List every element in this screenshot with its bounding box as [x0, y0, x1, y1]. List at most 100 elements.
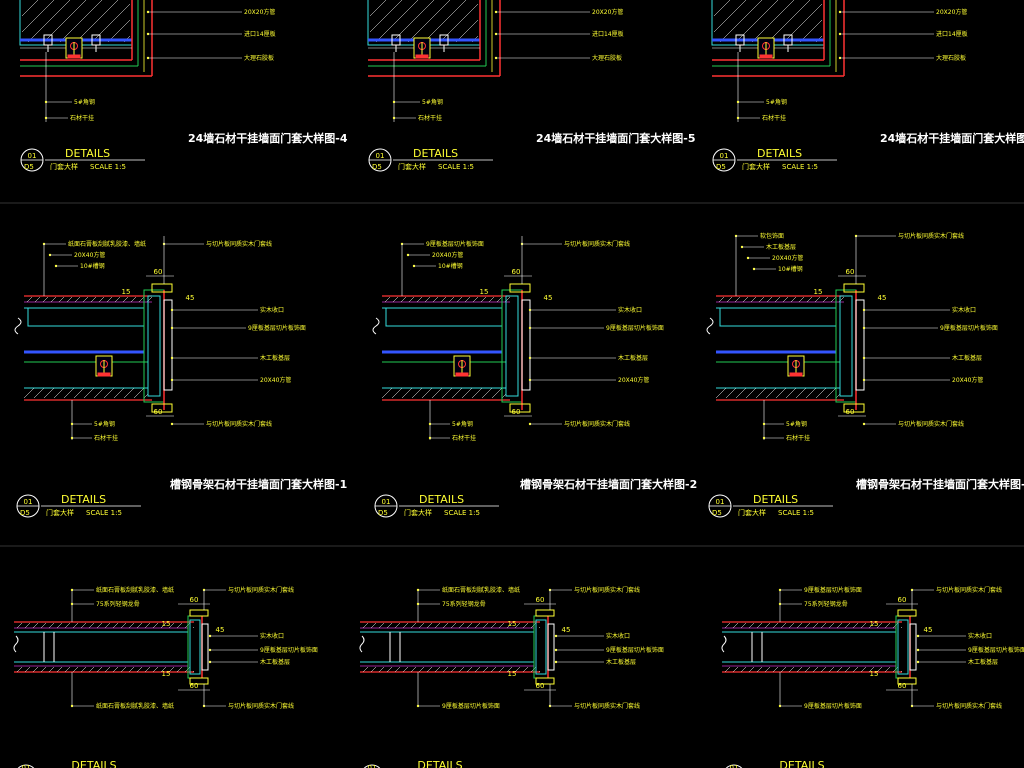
hatch-line	[815, 388, 827, 398]
hatch-line	[168, 623, 175, 628]
hatch-line	[822, 297, 829, 302]
hatch-line	[788, 623, 795, 628]
hatch-line	[43, 388, 55, 398]
channel-steel	[27, 307, 145, 327]
dim-15b: 15	[508, 670, 517, 678]
details-heading: DETAILS	[417, 759, 462, 768]
hatch-line	[780, 623, 787, 628]
dim-15: 15	[814, 288, 823, 296]
hatch-line	[391, 0, 435, 42]
callout-label: 纸面石膏板刮腻乳胶漆、墙纸	[96, 702, 174, 710]
hatch-line	[106, 297, 113, 302]
valve-base	[759, 54, 773, 59]
hatch-line	[482, 623, 489, 628]
callout-label: 9厘板基层切片板饰面	[606, 324, 664, 332]
hatch-line	[168, 667, 175, 672]
hatch-line	[370, 0, 403, 33]
details-heading: DETAILS	[419, 493, 464, 506]
break-line	[372, 317, 380, 335]
detail-number: 01	[376, 152, 385, 160]
dim-45: 45	[186, 294, 195, 302]
detail-bubble	[363, 764, 381, 768]
callout-label: 与切片板同质实木门套线	[228, 586, 294, 594]
callout-label: 75系列轻钢龙骨	[442, 600, 486, 608]
hatch-line	[16, 623, 23, 628]
hatch-line	[815, 35, 822, 42]
callout-label: 9厘板基层切片板饰面	[442, 702, 500, 710]
dim-15: 15	[508, 620, 517, 628]
hatch-line	[120, 667, 127, 672]
hatch-line	[466, 667, 473, 672]
hatch-line	[724, 623, 731, 628]
callout-label: 实木收口	[260, 306, 284, 314]
callout-label: 与切片板同质实木门套线	[936, 702, 1002, 710]
hatch-line	[782, 297, 789, 302]
hatch-line	[795, 388, 807, 398]
detail-sheet: D5	[716, 163, 726, 171]
hatch-line	[514, 667, 521, 672]
callout-label: 5#角钢	[74, 98, 95, 106]
hatch-line	[748, 667, 755, 672]
detail-scale: SCALE 1:5	[438, 163, 474, 171]
detail-scale: SCALE 1:5	[778, 509, 814, 517]
hatch-line	[192, 670, 194, 672]
hatch	[360, 623, 540, 628]
hatch-line	[362, 667, 369, 672]
hatch-line	[104, 623, 111, 628]
hatch	[382, 297, 510, 302]
hatch-line	[758, 297, 765, 302]
hatch-line	[450, 667, 457, 672]
dim-60: 60	[190, 596, 199, 604]
callout-label: 5#角钢	[94, 420, 115, 428]
hatch-line	[360, 667, 361, 668]
hatch-line	[113, 388, 125, 398]
top-trim	[843, 283, 865, 293]
dim-15: 15	[162, 620, 171, 628]
hatch-line	[718, 297, 725, 302]
hatch-line	[152, 667, 159, 672]
hatch-line	[820, 667, 827, 672]
hatch-line	[93, 388, 105, 398]
hatch-line	[735, 388, 747, 398]
callout-label: 实木收口	[618, 306, 642, 314]
detail-row3-3: 60154515609厘板基层切片板饰面75系列轻钢龙骨与切片板同质实木门套线实…	[721, 586, 1024, 768]
callout-label: 木工板基层	[260, 658, 290, 666]
detail-row2-3: 60154560软包饰面木工板基层20X40方管10#槽钢与切片板同质实木门套线…	[706, 232, 1024, 518]
callout-label: 9厘板基层切片板饰面	[426, 240, 484, 248]
hatch-line	[451, 388, 463, 398]
callout-label: 5#角钢	[452, 420, 473, 428]
hatch-line	[176, 623, 183, 628]
hatch-line	[474, 623, 481, 628]
hatch-line	[790, 297, 797, 302]
hatch	[22, 0, 130, 42]
detail-sheet: D5	[20, 509, 30, 517]
callout-label: 9厘板基层切片板饰面	[248, 324, 306, 332]
dim-60b: 60	[898, 682, 907, 690]
callout-label: 20X40方管	[260, 376, 291, 384]
hatch-line	[402, 623, 409, 628]
hatch-line	[756, 623, 763, 628]
hatch-line	[418, 623, 425, 628]
hatch-line	[900, 626, 902, 628]
hatch-line	[24, 388, 35, 398]
hatch-line	[732, 623, 739, 628]
hatch-line	[439, 3, 478, 42]
detail-title: 24墙石材干挂墙面门套大样图-4	[188, 131, 348, 145]
hatch-line	[775, 388, 787, 398]
hatch-line	[48, 667, 55, 672]
callout-label: 实木收口	[952, 306, 976, 314]
break-line	[706, 317, 714, 335]
hatch-line	[868, 623, 875, 628]
hatch-line	[804, 667, 811, 672]
callout-label: 75系列轻钢龙骨	[804, 600, 848, 608]
hatch-line	[64, 623, 71, 628]
callout-label: 石材干挂	[70, 114, 94, 122]
hatch-line	[24, 623, 31, 628]
leader-dot	[44, 100, 48, 104]
hatch-line	[104, 667, 111, 672]
hatch-line	[506, 667, 513, 672]
bottom-trim	[843, 403, 865, 413]
dim-60b: 60	[846, 408, 855, 416]
hatch-line	[474, 667, 481, 672]
